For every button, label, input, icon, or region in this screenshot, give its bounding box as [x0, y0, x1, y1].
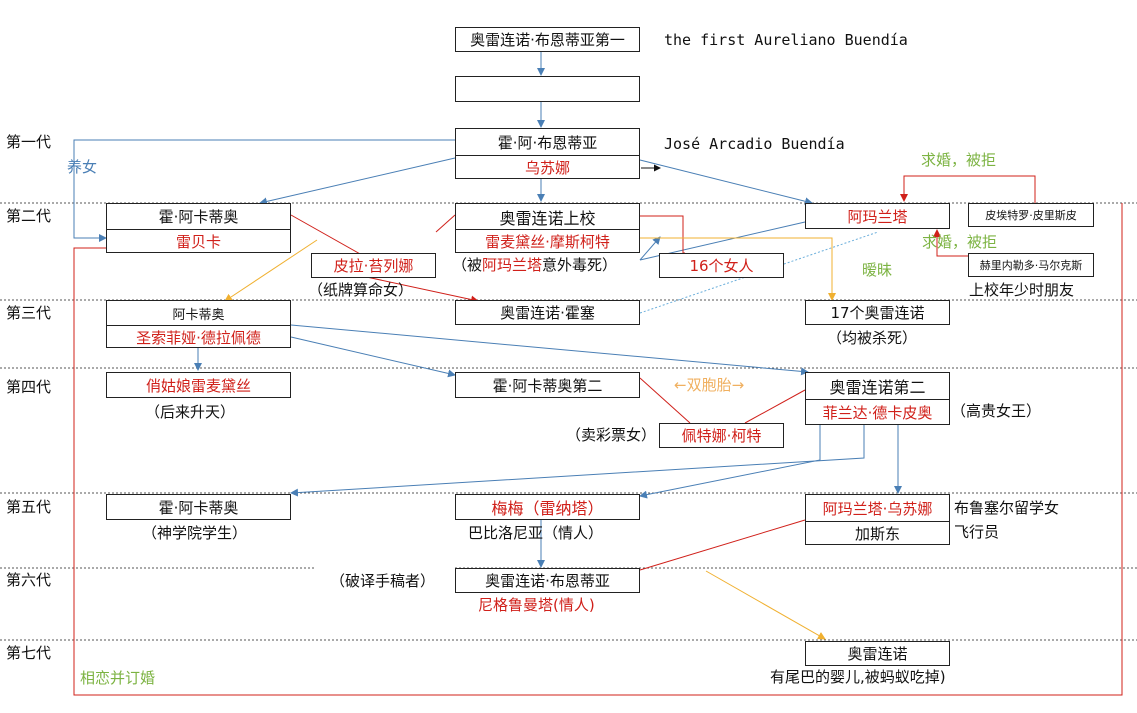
node-jose-arcadio-couple: 霍·阿·布恩蒂亚 乌苏娜 [455, 128, 640, 179]
node-aureliano-gen7: 奥雷连诺 [805, 641, 950, 666]
ancestor-english-name: the first Aureliano Buendía [664, 31, 908, 49]
node-aureliano-babilonia: 奥雷连诺·布恩蒂亚 [455, 568, 640, 593]
node-remedios-moscote: 雷麦黛丝·摩斯柯特 [456, 229, 639, 253]
node-pietro-crespi: 皮埃特罗·皮里斯皮 [968, 203, 1094, 227]
nigromanta-lover-label: 尼格鲁曼塔(情人) [478, 596, 595, 614]
node-jose-arcadio-gen5: 霍·阿卡蒂奥 [106, 494, 291, 520]
engaged-label: 相恋并订婚 [80, 669, 156, 687]
node-remedios-the-beauty: 俏姑娘雷麦黛丝 [106, 372, 291, 398]
node-jose-arcadio: 霍·阿·布恩蒂亚 [497, 133, 598, 152]
node-sixteen-women: 16个女人 [659, 253, 784, 278]
decipherer-note: （破译手稿者） [330, 572, 436, 590]
node-arcadio-couple-gen2: 霍·阿卡蒂奥 雷贝卡 [106, 203, 291, 253]
jose-english-name: José Arcadio Buendía [664, 135, 845, 153]
generation-label-1: 第一代 [6, 133, 52, 151]
node-ancestor: 奥雷连诺·布恩蒂亚第一 [455, 27, 640, 52]
beauty-ascended-note: （后来升天） [145, 403, 236, 421]
node-seventeen-aurelianos: 17个奥雷连诺 [805, 300, 950, 325]
generation-label-4: 第四代 [6, 378, 52, 396]
pilar-fortune-teller-note: （纸牌算命女） [308, 281, 414, 299]
node-amaranta: 阿玛兰塔 [805, 203, 950, 229]
node-arcadio-couple-gen3: 阿卡蒂奥 圣索菲娅·德拉佩德 [106, 300, 291, 348]
babilonia-lover-note: 巴比洛尼亚（情人） [468, 524, 604, 542]
node-fernanda: 菲兰达·德卡皮奥 [806, 399, 949, 425]
brussels-student-note: 布鲁塞尔留学女 [954, 499, 1060, 517]
seminary-student-note: （神学院学生） [142, 524, 248, 542]
colonel-friend-note: 上校年少时朋友 [969, 281, 1075, 299]
pilot-note: 飞行员 [954, 523, 1000, 541]
node-meme: 梅梅（雷纳塔） [455, 494, 640, 520]
node-aureliano-segundo-couple: 奥雷连诺第二 菲兰达·德卡皮奥 [805, 372, 950, 425]
node-jose-arcadio-gen2: 霍·阿卡蒂奥 [158, 208, 239, 226]
generation-label-3: 第三代 [6, 304, 52, 322]
node-blank [455, 76, 640, 102]
petra-lottery-note: （卖彩票女） [566, 426, 657, 444]
generation-label-7: 第七代 [6, 644, 52, 662]
node-petra-cotes: 佩特娜·柯特 [659, 423, 784, 448]
fernanda-note: （高贵女王） [951, 402, 1042, 420]
node-rebeca: 雷贝卡 [107, 229, 290, 253]
generation-label-6: 第六代 [6, 571, 52, 589]
node-arcadio-gen3: 阿卡蒂奥 [172, 307, 225, 323]
seventeen-killed-note: （均被杀死） [827, 329, 918, 347]
node-amaranta-ursula: 阿玛兰塔·乌苏娜 [822, 499, 933, 518]
proposal-rejected-gerineldo: 求婚，被拒 [922, 233, 998, 251]
tailed-baby-note: 有尾巴的婴儿,被蚂蚁吃掉) [770, 668, 946, 686]
adopted-daughter-label: 养女 [67, 158, 98, 176]
node-aureliano-segundo: 奥雷连诺第二 [829, 378, 926, 397]
node-gerineldo-marquez: 赫里内勒多·马尔克斯 [968, 253, 1094, 277]
node-santa-sofia: 圣索菲娅·德拉佩德 [107, 325, 290, 348]
node-colonel-couple: 奥雷连诺上校 雷麦黛丝·摩斯柯特 [455, 203, 640, 253]
remedios-poisoned-note: （被阿玛兰塔意外毒死） [452, 256, 618, 274]
node-colonel-aureliano: 奥雷连诺上校 [499, 208, 596, 228]
node-pilar-ternera: 皮拉·苔列娜 [311, 253, 436, 278]
node-ursula: 乌苏娜 [456, 155, 639, 179]
node-gaston: 加斯东 [806, 521, 949, 545]
generation-label-2: 第二代 [6, 207, 52, 225]
node-aureliano-jose: 奥雷连诺·霍塞 [455, 300, 640, 325]
twins-label: ←双胞胎→ [674, 376, 745, 394]
generation-label-5: 第五代 [6, 498, 52, 516]
node-jose-arcadio-segundo: 霍·阿卡蒂奥第二 [455, 372, 640, 398]
node-amaranta-ursula-couple: 阿玛兰塔·乌苏娜 加斯东 [805, 494, 950, 545]
proposal-rejected-pietro: 求婚，被拒 [921, 151, 997, 169]
ambiguous-label: 暧昧 [862, 261, 893, 279]
